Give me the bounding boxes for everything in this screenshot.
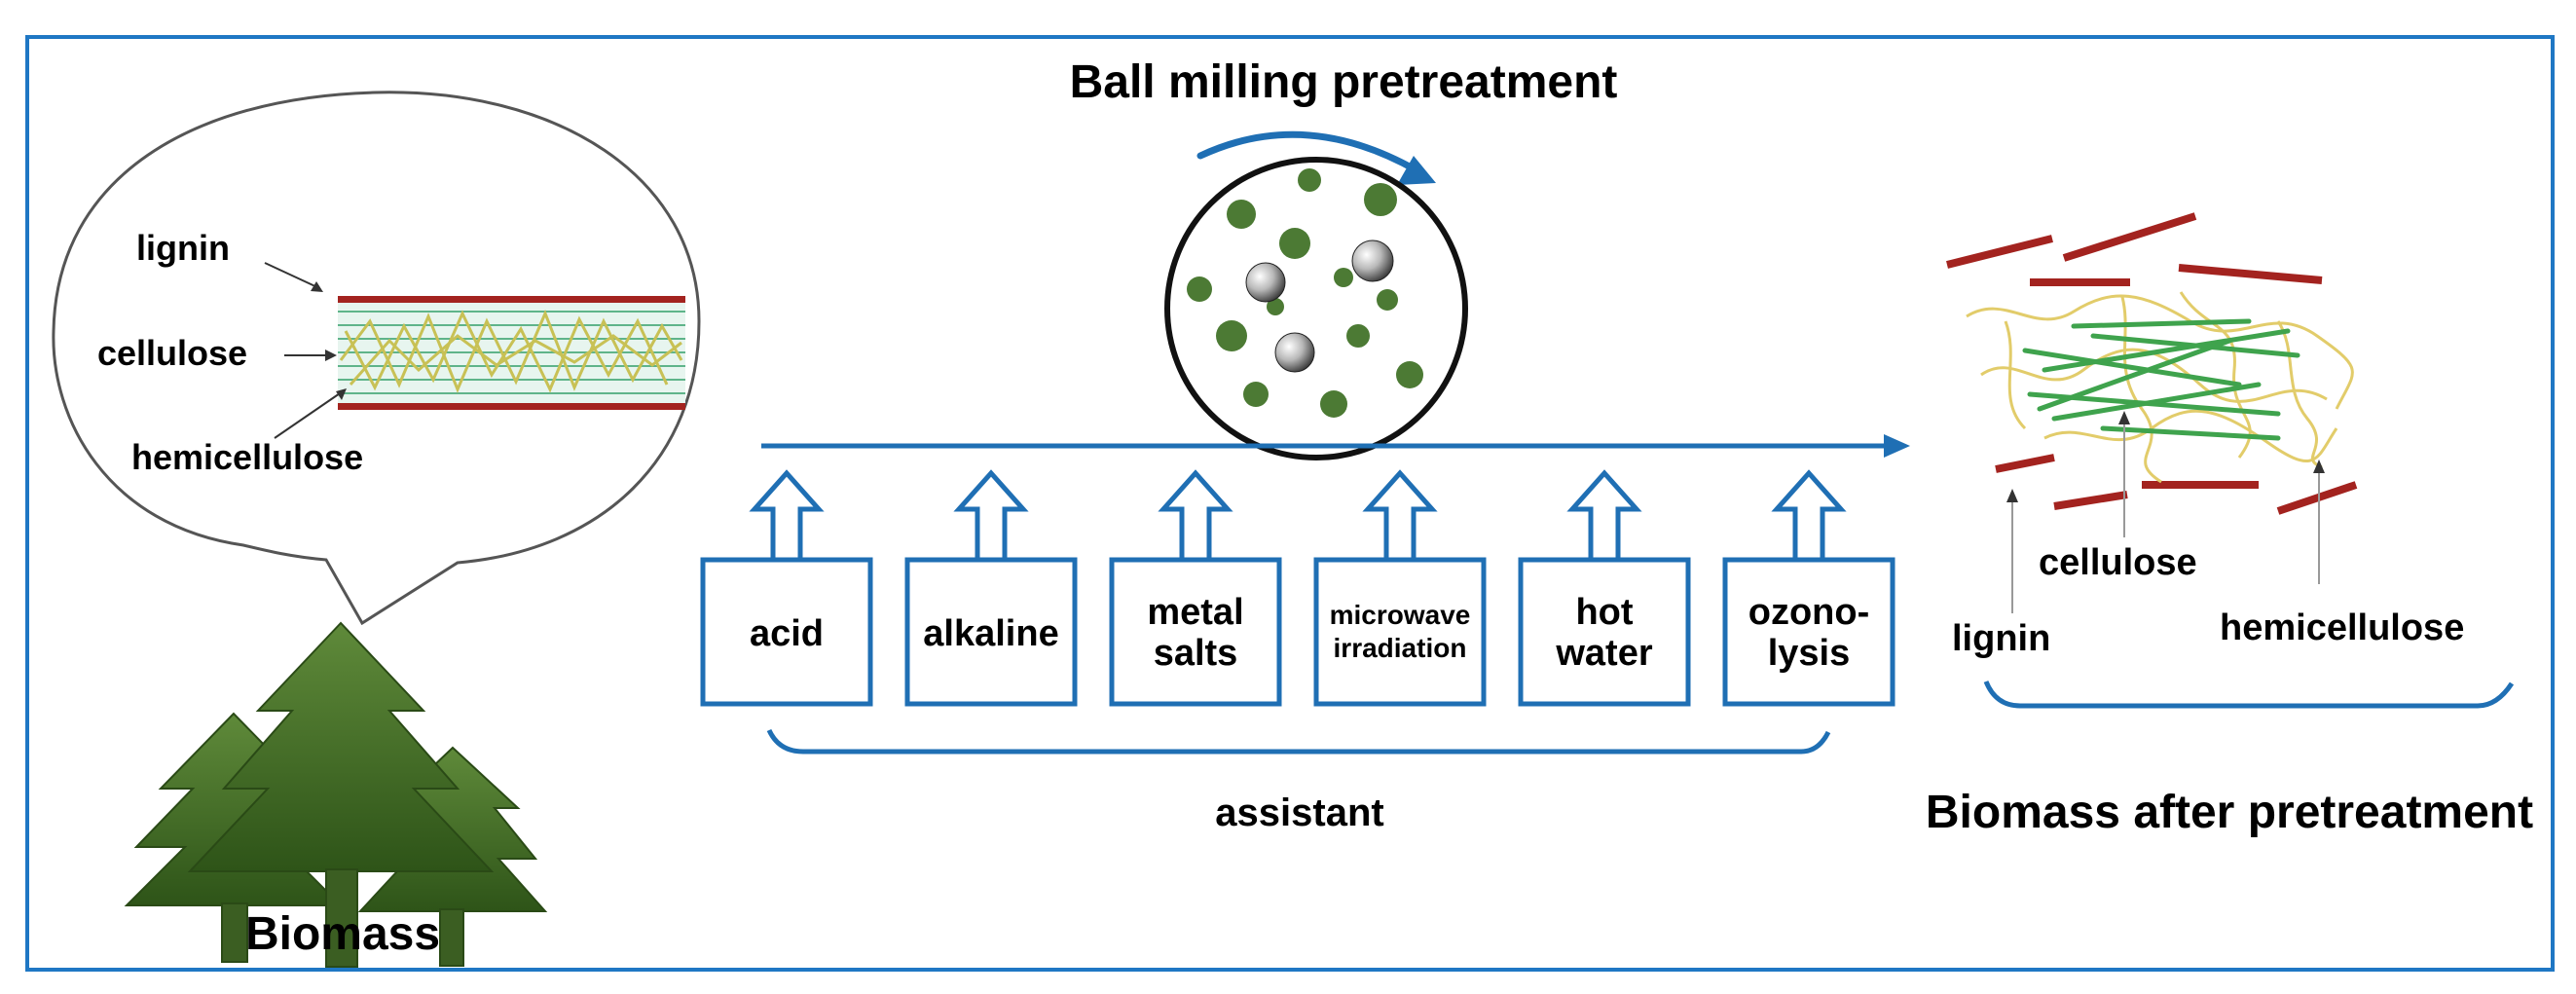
after-caption: Biomass after pretreatment bbox=[1926, 787, 2533, 838]
assistant-label: water bbox=[1555, 633, 1652, 674]
assistant-label: metal bbox=[1147, 592, 1243, 633]
label-cellulose-right: cellulose bbox=[2039, 542, 2197, 583]
up-arrow-icon bbox=[1362, 469, 1438, 560]
assistant-box-frame bbox=[1313, 557, 1487, 707]
arrowhead-icon bbox=[2118, 411, 2130, 424]
arrowhead-icon bbox=[2006, 489, 2018, 502]
rotation-arrowhead-icon bbox=[1397, 156, 1436, 185]
assistant-box: ozono-lysis bbox=[1722, 469, 1895, 707]
label-lignin-right: lignin bbox=[1952, 618, 2050, 659]
assistant-box: alkaline bbox=[904, 469, 1078, 707]
arrowhead-icon bbox=[2313, 460, 2325, 473]
assistant-bracket bbox=[766, 728, 1831, 755]
up-arrow-icon bbox=[749, 469, 825, 560]
milling-ball-icon bbox=[1245, 262, 1286, 303]
outer-frame bbox=[25, 35, 2555, 972]
up-arrow-icon bbox=[1566, 469, 1642, 560]
up-arrow-icon bbox=[1158, 469, 1233, 560]
assistant-label: salts bbox=[1154, 633, 1238, 674]
label-cellulose-left: cellulose bbox=[97, 333, 247, 373]
assistant-box-frame bbox=[1109, 557, 1282, 707]
ball-mill-jar bbox=[1164, 157, 1468, 460]
disrupted-structure bbox=[1946, 212, 2358, 515]
up-arrow-icon bbox=[953, 469, 1029, 560]
tree-icon bbox=[124, 621, 548, 968]
assistant-label: lysis bbox=[1768, 633, 1851, 674]
biomass-caption: Biomass bbox=[245, 908, 440, 960]
arrowhead-icon bbox=[325, 350, 337, 361]
lignin-layer-top bbox=[338, 296, 685, 303]
assistant-caption: assistant bbox=[1215, 792, 1383, 834]
arrowhead-icon bbox=[311, 281, 323, 292]
diagram-title: Ball milling pretreatment bbox=[1070, 56, 1618, 108]
label-lignin-left: lignin bbox=[136, 228, 230, 268]
lignocellulose-structure bbox=[338, 296, 685, 410]
assistant-box-frame bbox=[1722, 557, 1895, 707]
milling-ball-icon bbox=[1351, 239, 1394, 282]
assistant-box-frame bbox=[904, 557, 1078, 707]
assistant-label: alkaline bbox=[923, 613, 1058, 654]
assistant-box: acid bbox=[700, 469, 873, 707]
process-arrowhead-icon bbox=[1884, 434, 1910, 458]
arrowhead-icon bbox=[336, 388, 347, 400]
assistant-label: ozono- bbox=[1748, 592, 1870, 633]
assistant-label: irradiation bbox=[1334, 633, 1467, 663]
lignin-layer-bottom bbox=[338, 403, 685, 410]
after-bracket bbox=[1983, 680, 2515, 709]
label-hemicellulose-left: hemicellulose bbox=[131, 437, 363, 477]
assistant-label: acid bbox=[750, 613, 824, 654]
assistant-box-frame bbox=[700, 557, 873, 707]
assistant-label: hot bbox=[1575, 592, 1633, 633]
rotation-arrow-icon bbox=[1196, 130, 1420, 174]
label-hemicellulose-right: hemicellulose bbox=[2220, 607, 2464, 648]
assistant-label: microwave bbox=[1330, 600, 1471, 630]
milling-ball-icon bbox=[1274, 332, 1315, 373]
assistant-box-frame bbox=[1518, 557, 1691, 707]
up-arrow-icon bbox=[1771, 469, 1847, 560]
